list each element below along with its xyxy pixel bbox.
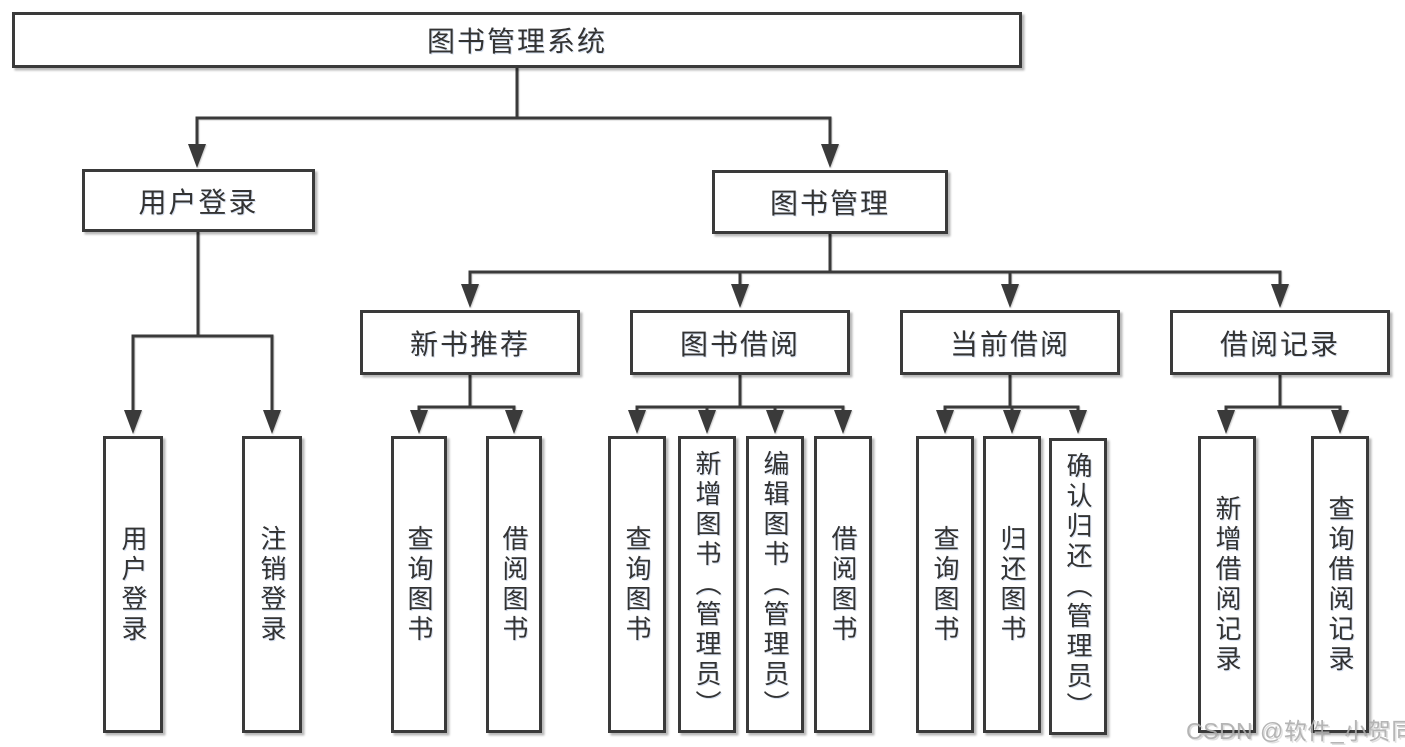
node-label: 用户登录 <box>138 186 259 218</box>
node-leaf-query-books-current: 查询图书 <box>916 436 974 733</box>
node-leaf-logout: 注销登录 <box>242 436 302 733</box>
node-leaf-confirm-return-admin: 确认归还（管理员） <box>1049 438 1107 735</box>
arrowhead-down-icon <box>461 284 479 308</box>
node-root-system: 图书管理系统 <box>12 12 1022 68</box>
connector-book-borrow-children <box>628 375 852 434</box>
arrowhead-down-icon <box>821 144 839 168</box>
arrowhead-down-icon <box>505 410 523 434</box>
connector-book-management-children <box>461 234 1289 308</box>
arrowhead-down-icon <box>410 410 428 434</box>
node-label: 新书推荐 <box>409 328 530 360</box>
arrowhead-down-icon <box>698 410 716 434</box>
node-label: 借阅记录 <box>1219 328 1340 360</box>
arrowhead-down-icon <box>1271 284 1289 308</box>
connector-line <box>468 270 1282 294</box>
node-leaf-user-login: 用户登录 <box>103 436 163 733</box>
node-borrow-records: 借阅记录 <box>1170 310 1390 375</box>
arrowhead-down-icon <box>834 410 852 434</box>
node-label: 确认归还（管理员） <box>1063 451 1093 722</box>
connector-root-to-level2 <box>188 68 839 168</box>
node-leaf-return-books: 归还图书 <box>983 436 1041 733</box>
node-label: 编辑图书（管理员） <box>760 449 790 720</box>
node-leaf-edit-books-admin: 编辑图书（管理员） <box>746 436 804 733</box>
node-current-borrow: 当前借阅 <box>900 310 1120 375</box>
node-label: 查询借阅记录 <box>1325 494 1355 675</box>
arrowhead-down-icon <box>628 410 646 434</box>
arrowhead-down-icon <box>188 144 206 168</box>
node-label: 新增借阅记录 <box>1212 494 1242 675</box>
connector-line <box>417 405 516 418</box>
connector-current-borrow-children <box>936 375 1087 434</box>
node-leaf-borrow-books-recommend: 借阅图书 <box>486 436 542 733</box>
node-leaf-query-books-borrow: 查询图书 <box>608 436 666 733</box>
node-label: 图书管理系统 <box>426 26 607 57</box>
node-leaf-add-borrow-record: 新增借阅记录 <box>1198 436 1256 733</box>
node-label: 新增图书（管理员） <box>692 449 722 720</box>
node-label: 查询图书 <box>622 524 652 645</box>
node-book-management: 图书管理 <box>712 170 948 234</box>
arrowhead-down-icon <box>766 410 784 434</box>
node-book-borrow: 图书借阅 <box>630 310 850 375</box>
connector-line <box>635 405 845 418</box>
node-label: 借阅图书 <box>499 524 529 645</box>
arrowhead-down-icon <box>1331 410 1349 434</box>
arrowhead-down-icon <box>731 284 749 308</box>
arrowhead-down-icon <box>124 410 142 434</box>
node-label: 借阅图书 <box>828 524 858 645</box>
connector-user-login-children <box>124 232 281 434</box>
node-label: 归还图书 <box>997 524 1027 645</box>
node-leaf-borrow-books: 借阅图书 <box>814 436 872 733</box>
node-label: 图书管理 <box>769 188 890 219</box>
connector-borrow-records-children <box>1217 375 1349 434</box>
node-leaf-query-books-recommend: 查询图书 <box>391 436 447 733</box>
connector-line <box>131 334 274 418</box>
node-label: 图书借阅 <box>679 328 800 360</box>
arrowhead-down-icon <box>1069 410 1087 434</box>
connector-line <box>195 116 832 152</box>
node-label: 查询图书 <box>930 524 960 645</box>
arrowhead-down-icon <box>936 410 954 434</box>
arrowhead-down-icon <box>1001 284 1019 308</box>
node-leaf-add-books-admin: 新增图书（管理员） <box>678 436 736 733</box>
node-label: 查询图书 <box>404 524 434 645</box>
arrowhead-down-icon <box>263 410 281 434</box>
node-label: 当前借阅 <box>949 328 1070 360</box>
connector-line <box>1224 405 1342 418</box>
csdn-watermark: CSDN @软件_小贺同学 <box>1186 718 1405 744</box>
node-label: 注销登录 <box>257 524 287 645</box>
node-new-book-recommend: 新书推荐 <box>360 310 580 375</box>
arrowhead-down-icon <box>1003 410 1021 434</box>
node-leaf-query-borrow-record: 查询借阅记录 <box>1311 436 1369 733</box>
arrowhead-down-icon <box>1217 410 1235 434</box>
node-user-login: 用户登录 <box>82 169 315 232</box>
node-label: 用户登录 <box>118 524 148 645</box>
connector-new-book-recommend-children <box>410 375 523 434</box>
